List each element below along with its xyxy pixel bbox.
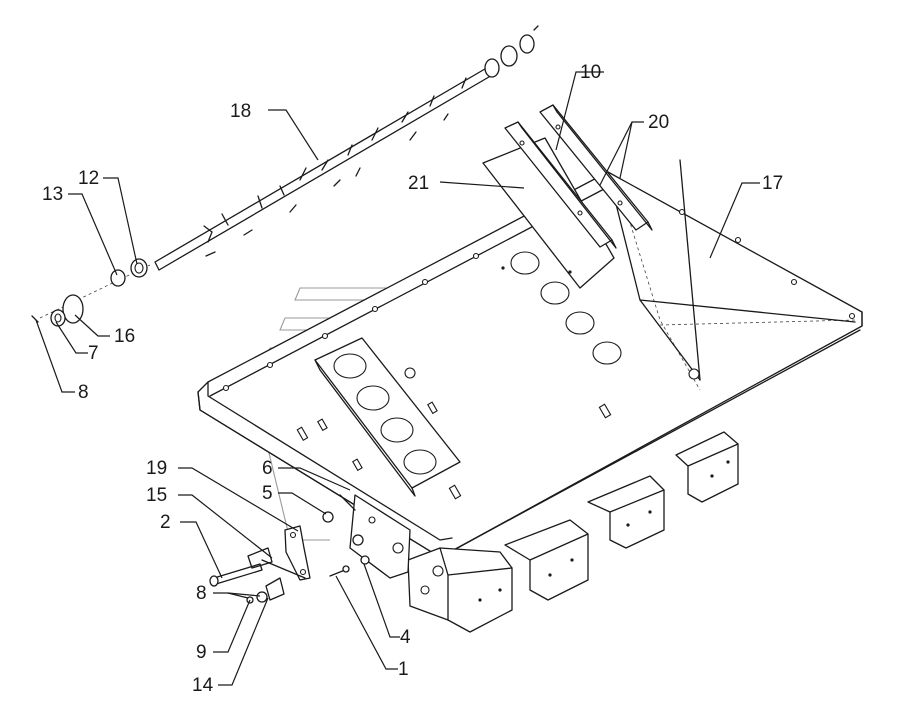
outlet-housings [407,431,739,633]
callout-5: 5 [262,483,273,504]
callout-4: 4 [400,627,411,648]
outlet-strip-plate [314,337,461,497]
callout-16: 16 [114,326,135,347]
leader-lines [35,71,760,686]
callout-11: 10 [580,62,601,83]
callout-1: 1 [398,659,409,680]
callout-labels: 18 12 13 10 20 21 17 16 7 8 19 15 2 6 5 … [42,62,783,696]
shaft-end-parts [31,258,151,327]
hopper-plate [197,159,863,557]
callout-20: 20 [648,112,669,133]
guide-rails [504,104,653,249]
callout-10: 8 [78,382,89,403]
callout-13: 13 [42,184,63,205]
callout-8: 8 [196,583,207,604]
callout-6: 6 [262,458,273,479]
callout-12: 12 [78,168,99,189]
agitator-shaft [154,25,539,271]
linkage-parts [209,494,370,604]
callout-17: 17 [762,173,783,194]
callout-9: 9 [196,642,207,663]
callout-21: 21 [408,173,429,194]
callout-7: 7 [88,343,99,364]
edge-bolt-holes [222,208,856,392]
callout-19: 19 [146,458,167,479]
callout-15: 15 [146,485,167,506]
callout-18: 18 [230,101,251,122]
callout-14: 14 [192,675,214,696]
callout-2: 2 [160,512,171,533]
